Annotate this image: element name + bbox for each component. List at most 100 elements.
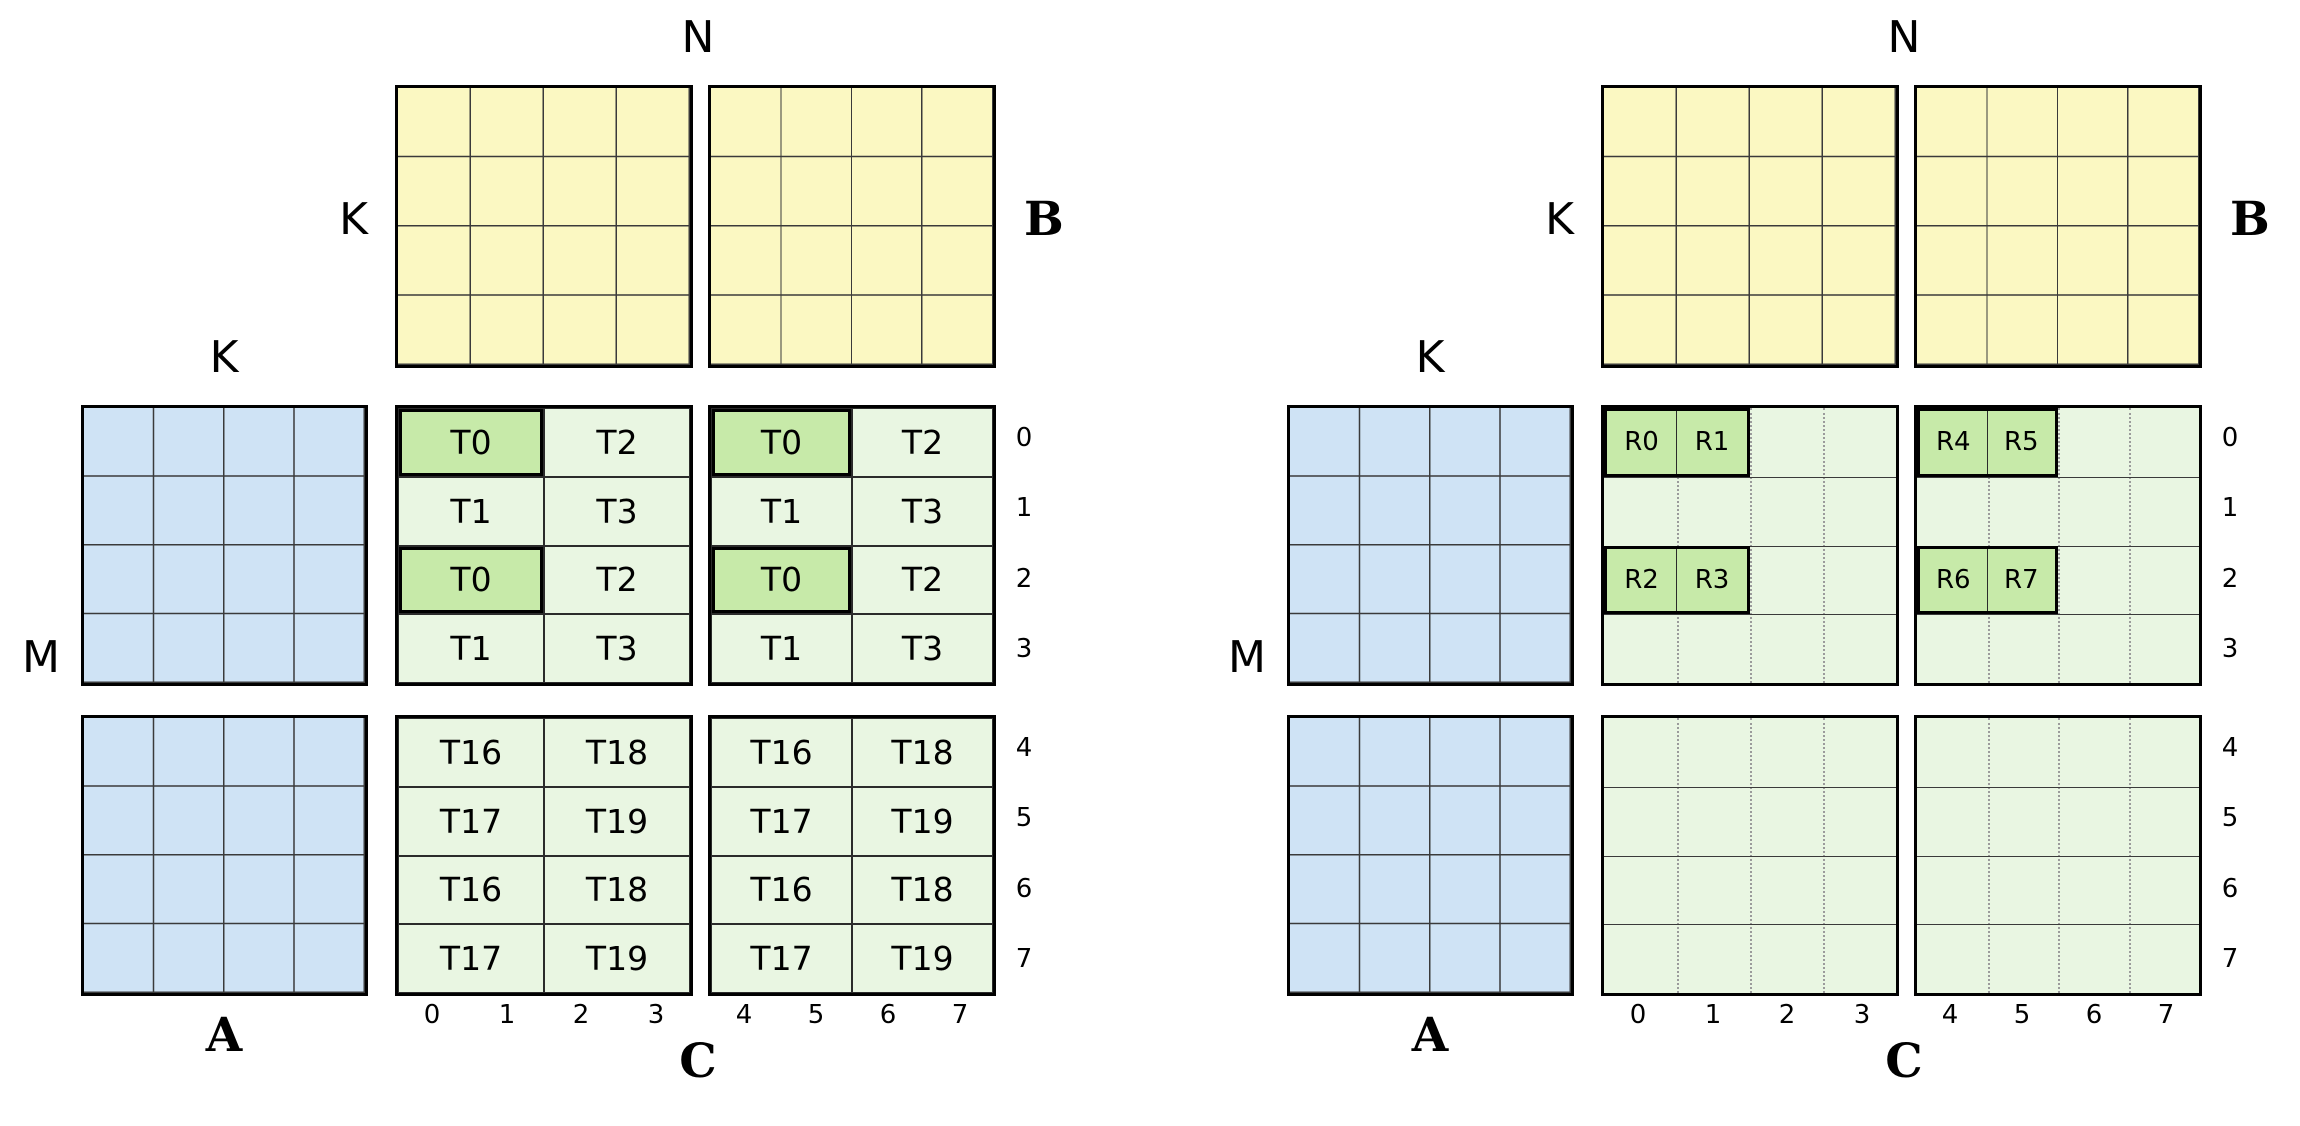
matrix-a-block-2 bbox=[81, 715, 368, 996]
matrix-a-block-1 bbox=[1287, 405, 1574, 686]
right-diagram-register-tiles: N K B K M A C R0 R1 R2 R3 R4 R5 bbox=[1206, 0, 2300, 1126]
c-tile-cell: T1 bbox=[398, 476, 544, 546]
c-tile-cell: T19 bbox=[544, 786, 690, 856]
register-tile-cell: R4 bbox=[1920, 411, 1988, 474]
col-index-label: 1 bbox=[498, 1000, 516, 1030]
col-index-label: 1 bbox=[1704, 1000, 1722, 1030]
col-index-label: 0 bbox=[423, 1000, 441, 1030]
c-tile-cell: T19 bbox=[852, 786, 993, 856]
c-tile-cell: T2 bbox=[544, 408, 690, 477]
row-index-label: 1 bbox=[1015, 493, 1033, 523]
register-tile-group: R6 R7 bbox=[1917, 545, 2058, 615]
register-tile-cell: R6 bbox=[1920, 548, 1988, 612]
matrix-c-quadrant-bottom-left: T16 T18 T17 T19 T16 T18 T17 T19 bbox=[395, 715, 693, 996]
row-index-label: 6 bbox=[1015, 874, 1033, 904]
c-tile-cell: T16 bbox=[398, 855, 544, 925]
row-gridline bbox=[1917, 476, 2199, 478]
c-tile-cell: T18 bbox=[852, 855, 993, 925]
c-tile-cell: T18 bbox=[544, 855, 690, 925]
c-tile-cell: T17 bbox=[398, 786, 544, 856]
row-gridline bbox=[1604, 786, 1896, 788]
c-tile-cell: T0 bbox=[398, 545, 544, 615]
c-tile-cell: T17 bbox=[398, 924, 544, 993]
k-axis-label-b: K bbox=[339, 194, 368, 245]
c-tile-cell: T3 bbox=[544, 614, 690, 683]
c-tile-cell: T2 bbox=[852, 408, 993, 477]
col-index-label: 5 bbox=[2013, 1000, 2031, 1030]
register-tile-cell: R3 bbox=[1694, 564, 1730, 595]
n-axis-label: N bbox=[1887, 12, 1921, 63]
register-tile-group: R4 R5 bbox=[1917, 408, 2058, 477]
c-tile-cell: T18 bbox=[544, 718, 690, 787]
row-index-label: 7 bbox=[1015, 944, 1033, 974]
row-index-label: 4 bbox=[1015, 733, 1033, 763]
c-tile-cell: T1 bbox=[398, 614, 544, 683]
register-tile-cell: R7 bbox=[2003, 564, 2039, 595]
matrix-c-quadrant-bottom-right: T16 T18 T17 T19 T16 T18 T17 T19 bbox=[708, 715, 996, 996]
row-index-label: 0 bbox=[2221, 423, 2239, 453]
register-tile-group: R0 R1 bbox=[1604, 408, 1750, 477]
row-gridline bbox=[1917, 545, 2199, 547]
row-index-label: 5 bbox=[1015, 803, 1033, 833]
matrix-c-quadrant-top-left: R0 R1 R2 R3 bbox=[1601, 405, 1899, 686]
k-axis-label-b: K bbox=[1545, 194, 1574, 245]
row-gridline bbox=[1604, 924, 1896, 926]
matrix-a-label: A bbox=[205, 1008, 243, 1063]
c-tile-cell: T3 bbox=[852, 614, 993, 683]
c-tile-cell: T1 bbox=[711, 614, 852, 683]
matrix-c-quadrant-top-right: T0 T2 T1 T3 T0 T2 T1 T3 bbox=[708, 405, 996, 686]
c-tile-cell: T19 bbox=[544, 924, 690, 993]
col-index-label: 7 bbox=[2157, 1000, 2175, 1030]
matrix-a-block-2 bbox=[1287, 715, 1574, 996]
row-index-label: 1 bbox=[2221, 493, 2239, 523]
col-index-label: 2 bbox=[572, 1000, 590, 1030]
row-index-label: 2 bbox=[1015, 564, 1033, 594]
col-index-label: 6 bbox=[879, 1000, 897, 1030]
matrix-b-block-1 bbox=[395, 85, 693, 368]
matrix-c-quadrant-bottom-right bbox=[1914, 715, 2202, 996]
c-tile-cell: T2 bbox=[544, 545, 690, 615]
c-tile-cell: T0 bbox=[711, 408, 852, 477]
m-axis-label: M bbox=[1228, 632, 1266, 683]
matrix-b-block-2 bbox=[708, 85, 996, 368]
matrix-a-label: A bbox=[1411, 1008, 1449, 1063]
matrix-b-label: B bbox=[2230, 192, 2270, 247]
row-index-label: 6 bbox=[2221, 874, 2239, 904]
c-tile-cell: T3 bbox=[852, 476, 993, 546]
n-axis-label: N bbox=[681, 12, 715, 63]
row-gridline bbox=[1917, 924, 2199, 926]
register-tile-cell: R5 bbox=[2003, 427, 2039, 458]
c-tile-cell: T2 bbox=[852, 545, 993, 615]
col-index-label: 3 bbox=[1853, 1000, 1871, 1030]
k-axis-label-a: K bbox=[1415, 332, 1445, 383]
col-index-label: 0 bbox=[1629, 1000, 1647, 1030]
matrix-c-quadrant-top-left: T0 T2 T1 T3 T0 T2 T1 T3 bbox=[395, 405, 693, 686]
matrix-b-block-2 bbox=[1914, 85, 2202, 368]
matrix-c-quadrant-top-right: R4 R5 R6 R7 bbox=[1914, 405, 2202, 686]
col-index-label: 5 bbox=[807, 1000, 825, 1030]
c-tile-cell: T17 bbox=[711, 924, 852, 993]
c-tile-cell: T19 bbox=[852, 924, 993, 993]
row-index-label: 2 bbox=[2221, 564, 2239, 594]
matrix-b-block-1 bbox=[1601, 85, 1899, 368]
row-index-label: 3 bbox=[2221, 634, 2239, 664]
c-tile-cell: T1 bbox=[711, 476, 852, 546]
row-gridline bbox=[1917, 614, 2199, 616]
c-tile-cell: T18 bbox=[852, 718, 993, 787]
row-index-label: 0 bbox=[1015, 423, 1033, 453]
register-tile-cell: R0 bbox=[1607, 411, 1677, 474]
col-index-label: 3 bbox=[647, 1000, 665, 1030]
col-index-label: 2 bbox=[1778, 1000, 1796, 1030]
c-tile-cell: T16 bbox=[711, 855, 852, 925]
row-index-label: 3 bbox=[1015, 634, 1033, 664]
register-tile-cell: R2 bbox=[1607, 548, 1677, 612]
col-index-label: 6 bbox=[2085, 1000, 2103, 1030]
c-tile-cell: T16 bbox=[398, 718, 544, 787]
register-tile-cell: R1 bbox=[1694, 427, 1730, 458]
register-tile-group: R2 R3 bbox=[1604, 545, 1750, 615]
matrix-c-quadrant-bottom-left bbox=[1601, 715, 1899, 996]
row-gridline bbox=[1917, 786, 2199, 788]
c-tile-cell: T0 bbox=[711, 545, 852, 615]
left-diagram-thread-tiles: N K B K M A C T0 T2 T1 T3 T0 T2 T1 T3 T0… bbox=[0, 0, 1100, 1126]
c-tile-cell: T16 bbox=[711, 718, 852, 787]
